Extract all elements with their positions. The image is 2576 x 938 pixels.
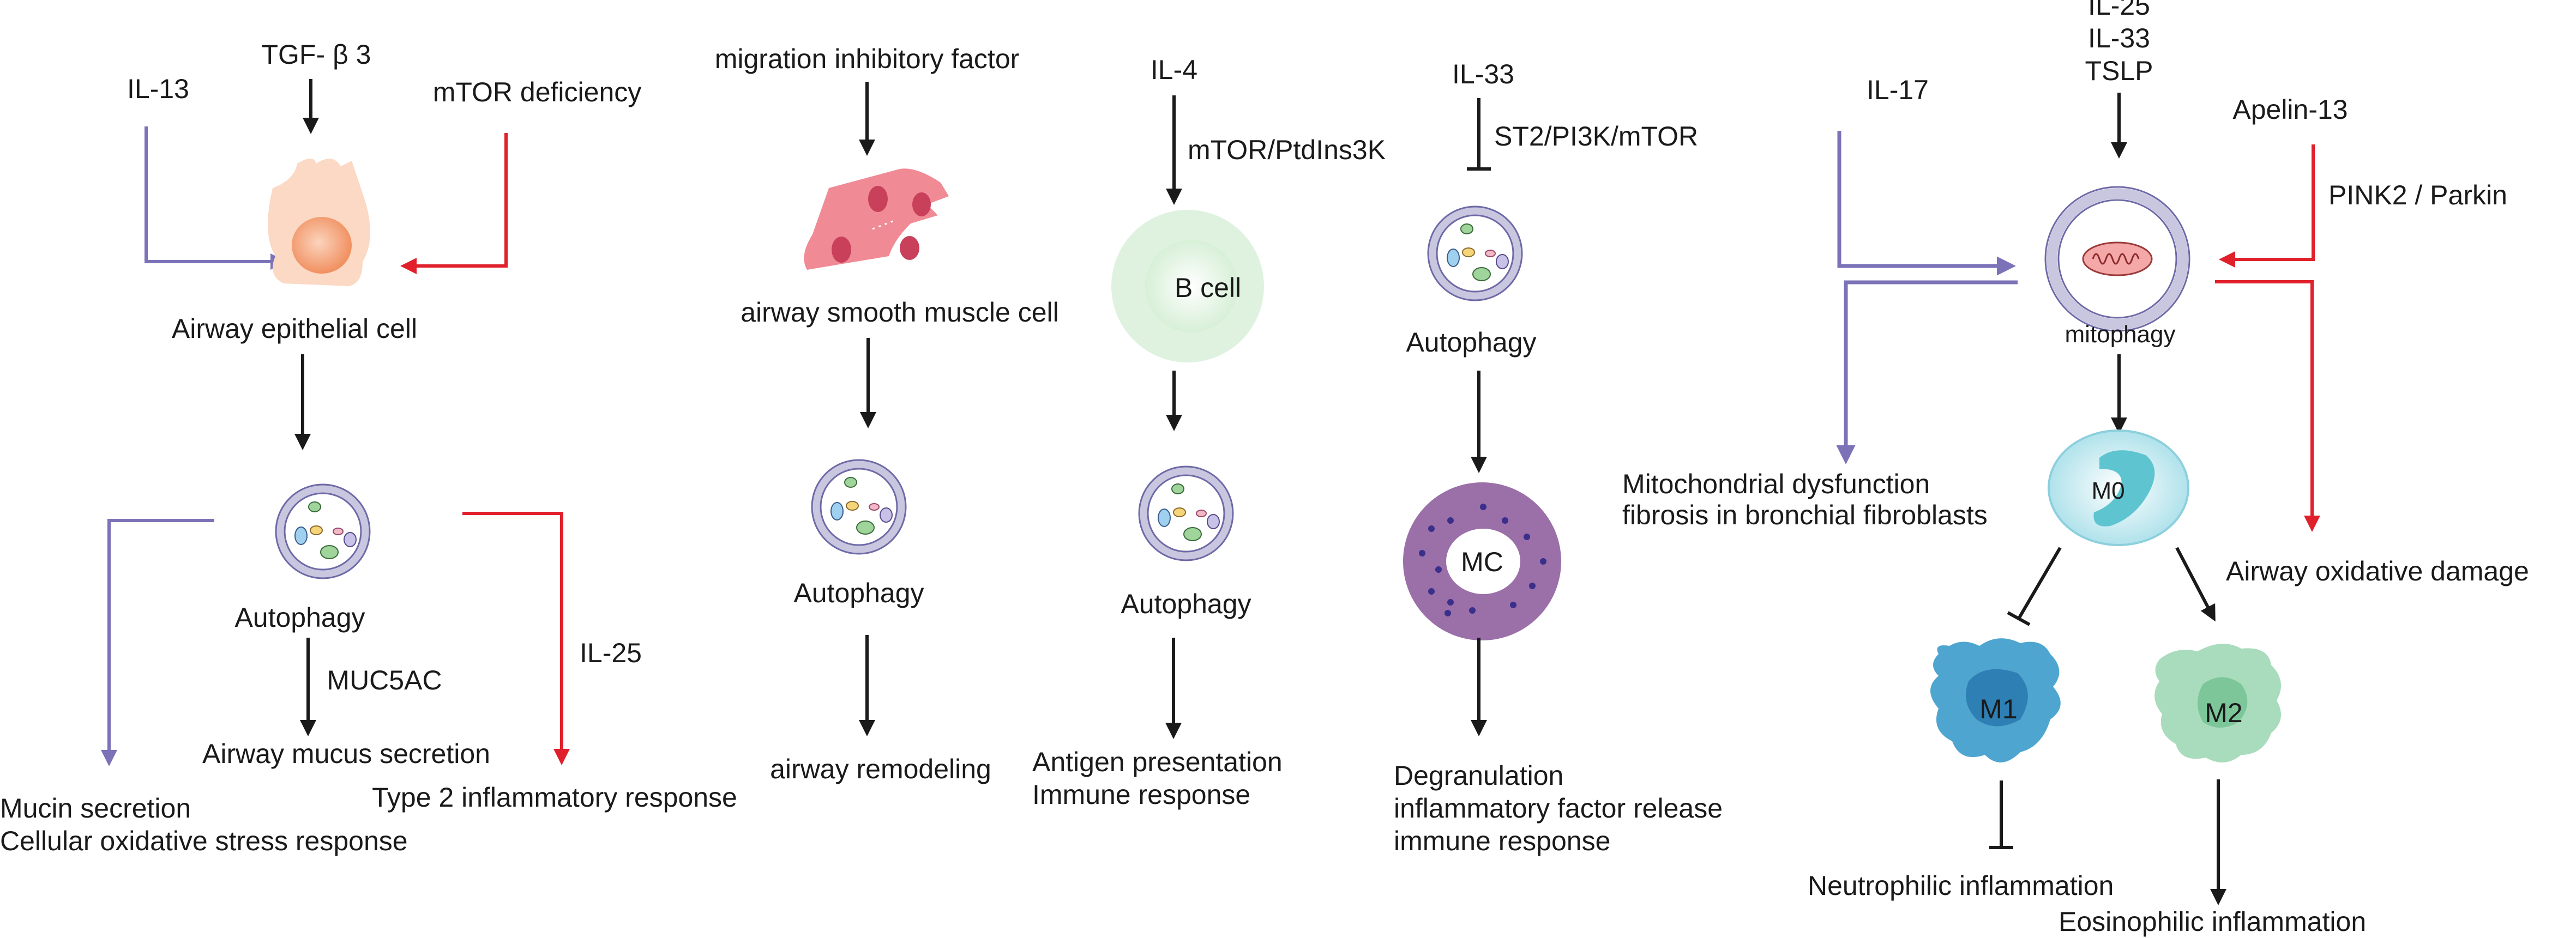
label-eosinophilic: Eosinophilic inflammation (2059, 906, 2366, 937)
label-autophagy-4: Autophagy (1406, 327, 1536, 358)
mitophagy-graphic (2044, 186, 2190, 332)
label-degranulation: Degranulation (1394, 760, 1563, 791)
label-muc5ac: MUC5AC (327, 665, 442, 695)
label-tslp: TSLP (2085, 56, 2153, 86)
label-mito-dysfunction: Mitochondrial dysfunction (1622, 469, 1930, 499)
autophagosome-1 (276, 485, 370, 578)
label-pink2-parkin: PINK2 / Parkin (2328, 180, 2507, 210)
label-autophagy-2: Autophagy (793, 578, 924, 608)
label-immune-response-panel3: Immune response (1032, 779, 1250, 810)
label-mc: MC (1461, 547, 1503, 577)
label-st2-pi3k-mtor: ST2/PI3K/mTOR (1494, 121, 1698, 152)
arrow-mitophagy-to-fibrosis (1836, 280, 2018, 464)
label-cellular-oxidative: Cellular oxidative stress response (0, 826, 408, 856)
label-airway-mucus-secretion: Airway mucus secretion (202, 739, 490, 769)
airway-smooth-muscle-cell-graphic (804, 168, 949, 270)
label-neutrophilic: Neutrophilic inflammation (1808, 870, 2114, 901)
b-cell-graphic (1111, 210, 1264, 362)
inhibit-m0-to-m1 (2017, 547, 2062, 620)
arrow-apelin-to-mitophagy (2219, 144, 2315, 268)
arrow-mtor-to-epithelial (400, 133, 508, 274)
label-il13: IL-13 (127, 74, 189, 104)
label-type2-inflammatory: Type 2 inflammatory response (372, 782, 737, 813)
label-il4: IL-4 (1151, 55, 1197, 85)
label-mtor-deficiency: mTOR deficiency (433, 77, 642, 107)
label-mif: migration inhibitory factor (715, 44, 1020, 74)
m0-macrophage-graphic (2048, 429, 2189, 546)
label-il25-panel1: IL-25 (580, 638, 642, 668)
label-airway-epithelial-cell: Airway epithelial cell (172, 313, 417, 344)
label-autophagy-1: Autophagy (234, 602, 365, 633)
label-inflammatory-factor-release: inflammatory factor release (1394, 793, 1723, 824)
label-fibrosis-bronchial: fibrosis in bronchial fibroblasts (1622, 500, 1988, 530)
airway-epithelial-cell-graphic (268, 159, 370, 286)
arrow-il13-to-epithelial (145, 126, 287, 270)
label-il17: IL-17 (1867, 75, 1929, 105)
m1-macrophage-graphic (1930, 638, 2061, 762)
arrow-mitophagy-to-oxidative (2215, 280, 2320, 532)
autophagosome-3 (1139, 467, 1233, 560)
autophagosome-4 (1428, 207, 1522, 300)
arrow-autophagy-to-type2 (462, 512, 570, 765)
label-antigen-presentation: Antigen presentation (1032, 747, 1283, 777)
label-b-cell: B cell (1175, 273, 1241, 303)
label-m2: M2 (2205, 698, 2242, 728)
arrow-m0-to-m2 (2175, 547, 2216, 622)
label-immune-response-panel4: immune response (1394, 826, 1610, 856)
autophagosome-2 (812, 460, 906, 554)
arrow-autophagy-to-mucin (101, 519, 214, 766)
label-airway-oxidative-damage: Airway oxidative damage (2226, 556, 2529, 586)
label-m0: M0 (2091, 477, 2124, 504)
label-tgf-b3: TGF- β 3 (262, 39, 371, 70)
label-autophagy-3: Autophagy (1121, 589, 1251, 619)
label-apelin13: Apelin-13 (2232, 94, 2348, 125)
inhibit-bar-m1 (2007, 611, 2031, 626)
label-il33-panel4: IL-33 (1452, 59, 1514, 89)
label-asm-cell: airway smooth muscle cell (741, 297, 1059, 328)
label-il33-panel5: IL-33 (2088, 23, 2150, 53)
mast-cell-graphic (1403, 482, 1561, 640)
label-mtor-ptdins3k: mTOR/PtdIns3K (1188, 135, 1386, 165)
label-mucin-secretion: Mucin secretion (0, 793, 191, 824)
arrow-il17-to-mitophagy (1837, 131, 2016, 276)
label-m1: M1 (1979, 694, 2017, 724)
m2-macrophage-graphic (2154, 644, 2281, 762)
label-mitophagy: mitophagy (2065, 321, 2175, 348)
label-airway-remodeling: airway remodeling (770, 754, 991, 784)
label-il25-panel5: IL-25 (2088, 0, 2150, 21)
